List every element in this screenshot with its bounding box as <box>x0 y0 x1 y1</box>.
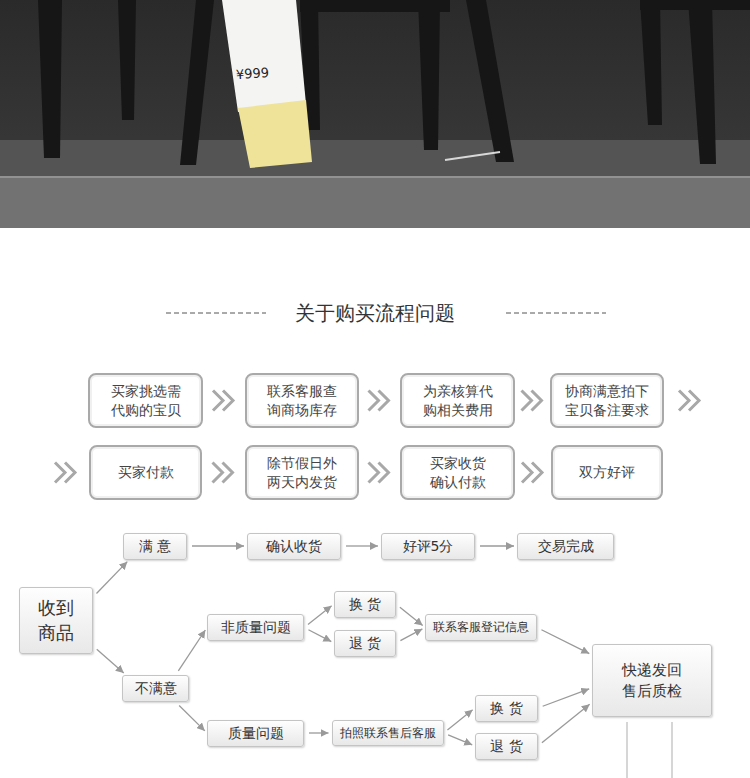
process-box: 换 货 <box>475 695 538 722</box>
process-box: 快递发回 售后质检 <box>592 644 712 717</box>
chevron-arrow <box>213 463 233 483</box>
flow-arrow <box>480 545 514 546</box>
box-text: 联系客服查 询商场库存 <box>255 382 349 420</box>
flow-arrow <box>346 545 378 546</box>
box-text: 买家收货 确认付款 <box>410 454 505 492</box>
box-text: 满 意 <box>139 537 171 556</box>
title-rule <box>506 313 606 314</box>
box-text: 质量问题 <box>228 724 284 743</box>
box-text: 买家付款 <box>118 463 174 482</box>
flow-arrow <box>308 630 331 642</box>
chevron-arrow <box>522 391 542 411</box>
flow-arrow <box>309 732 329 733</box>
box-text: 拍照联系售后客服 <box>340 725 436 741</box>
flow-arrow <box>542 704 590 743</box>
flow-arrow <box>97 649 124 673</box>
step-box: 协商满意拍下 宝贝备注要求 <box>550 373 664 428</box>
flow-arrow <box>400 629 422 641</box>
process-box: 换 货 <box>334 591 396 618</box>
step-box: 买家收货 确认付款 <box>400 445 515 500</box>
title-rule <box>166 313 266 314</box>
chevron-arrow <box>369 463 389 483</box>
box-text: 快递发回 售后质检 <box>599 660 705 701</box>
diagram-title: 关于购买流程问题 <box>0 300 750 327</box>
price-label: ¥999 <box>236 65 270 82</box>
step-box: 买家付款 <box>89 445 202 500</box>
cable-tie <box>445 152 500 160</box>
photo-wall <box>0 0 750 228</box>
process-box: 收到 商品 <box>19 587 93 654</box>
process-box: 满 意 <box>123 533 187 560</box>
process-box: 好评5分 <box>381 533 475 560</box>
step-box: 联系客服查 询商场库存 <box>245 373 359 428</box>
box-text: 退 货 <box>349 634 381 653</box>
process-box: 确认收货 <box>247 533 341 560</box>
box-text: 联系客服登记信息 <box>433 619 529 635</box>
process-box: 质量问题 <box>207 720 304 747</box>
flow-arrow <box>192 545 244 546</box>
box-text: 非质量问题 <box>221 618 291 637</box>
box-text: 确认收货 <box>266 537 322 556</box>
flow-arrow <box>96 562 127 594</box>
box-text: 换 货 <box>490 699 522 718</box>
chevron-arrow <box>522 463 542 483</box>
photo-shelf-front <box>0 176 750 228</box>
step-box: 除节假日外 两天内发货 <box>245 445 359 500</box>
step-box: 为亲核算代 购相关费用 <box>400 373 515 428</box>
box-text: 收到 商品 <box>26 596 86 645</box>
process-box: 不满意 <box>122 675 189 702</box>
flow-arrow <box>448 735 472 745</box>
box-text: 好评5分 <box>403 537 454 556</box>
photo-shelf-edge <box>0 176 750 178</box>
photo-shelf-top <box>0 140 750 178</box>
price-tag <box>222 0 306 112</box>
flow-arrow <box>178 630 205 671</box>
flow-arrow <box>447 710 472 730</box>
process-box: 拍照联系售后客服 <box>332 720 444 746</box>
box-text: 除节假日外 两天内发货 <box>255 454 349 492</box>
box-text: 买家挑选需 代购的宝贝 <box>98 382 193 420</box>
chevron-arrow <box>369 391 389 411</box>
process-box: 联系客服登记信息 <box>425 614 537 641</box>
box-text: 协商满意拍下 宝贝备注要求 <box>560 382 654 420</box>
process-box: 非质量问题 <box>207 614 304 641</box>
flow-arrow <box>179 706 205 731</box>
process-box: 退 货 <box>475 733 538 760</box>
box-text: 交易完成 <box>538 537 594 556</box>
process-box: 交易完成 <box>517 533 614 560</box>
chair-legs <box>38 0 750 165</box>
box-text: 双方好评 <box>579 463 635 482</box>
flow-arrow <box>400 607 423 625</box>
step-box: 买家挑选需 代购的宝贝 <box>88 373 203 428</box>
flow-arrow <box>308 606 332 625</box>
flow-arrow <box>543 689 590 706</box>
flow-arrow <box>541 630 589 654</box>
box-text: 换 货 <box>349 595 381 614</box>
box-text: 为亲核算代 购相关费用 <box>410 382 505 420</box>
box-text: 不满意 <box>135 679 177 698</box>
price-tag-holder <box>238 100 312 168</box>
box-text: 退 货 <box>490 737 522 756</box>
down-line <box>671 722 673 778</box>
down-line <box>626 722 628 778</box>
process-box: 退 货 <box>334 630 396 657</box>
step-box: 双方好评 <box>551 445 663 500</box>
chevron-arrow <box>213 391 233 411</box>
